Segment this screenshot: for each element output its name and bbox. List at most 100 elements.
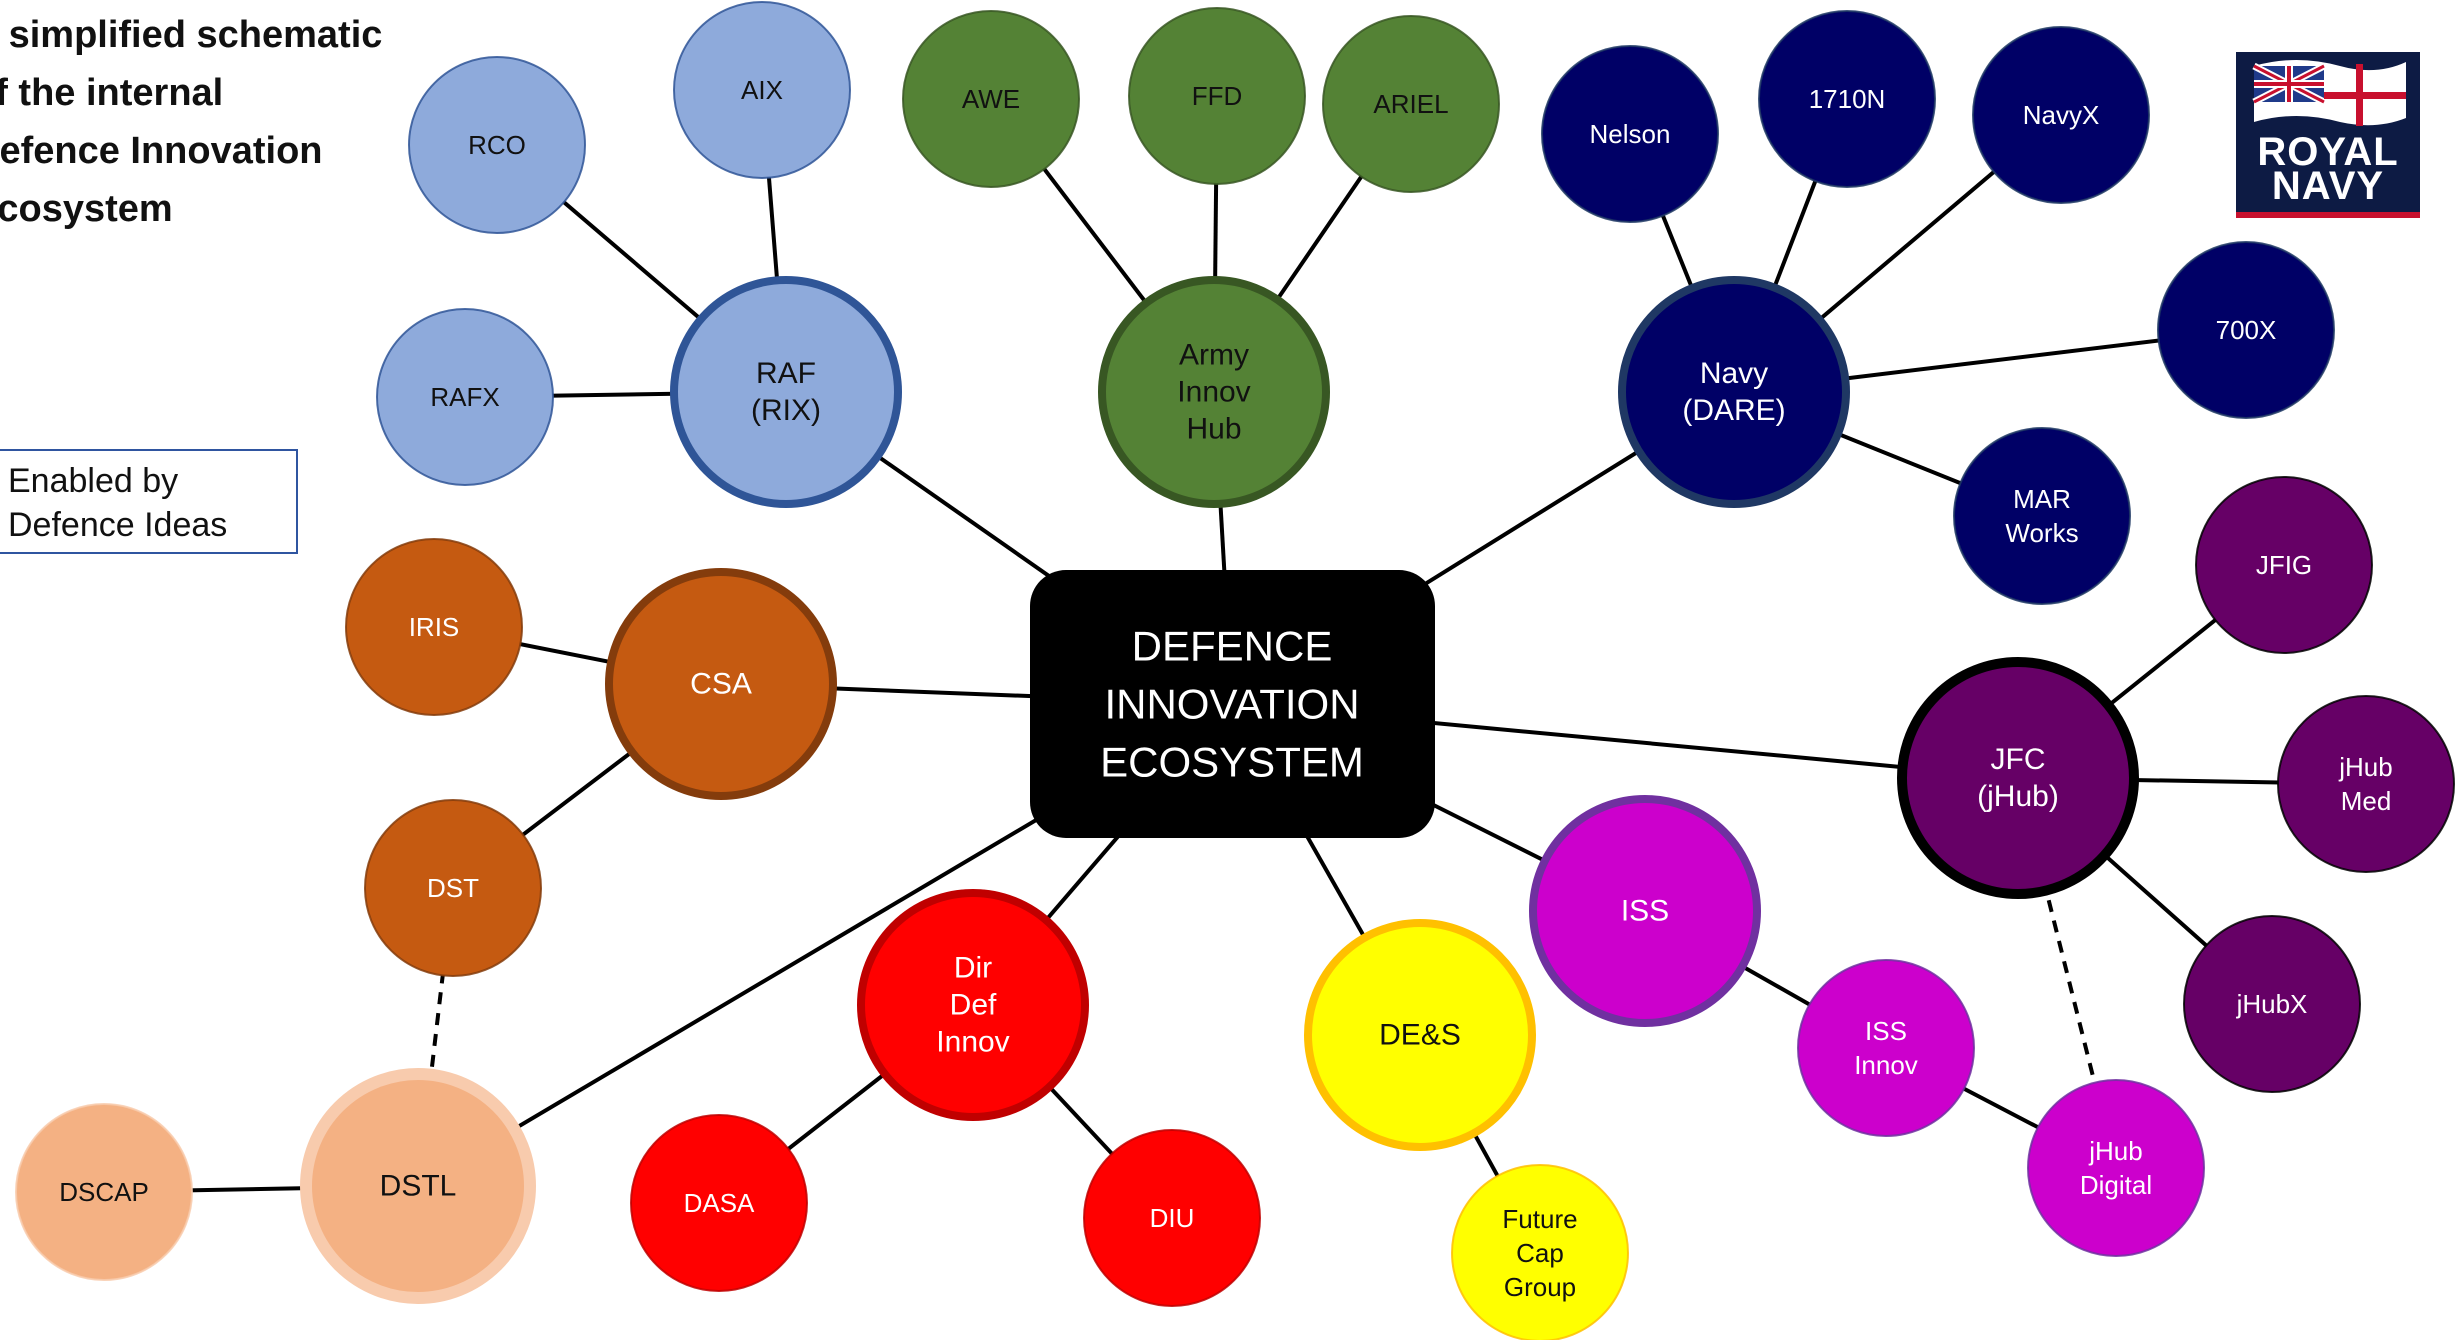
center-label-line: INNOVATION bbox=[1104, 681, 1359, 728]
node-circle bbox=[2157, 241, 2335, 419]
node-label: JFC bbox=[1991, 743, 2046, 776]
node-circle bbox=[1128, 7, 1306, 185]
center-node-defence-innovation-ecosystem: DEFENCE INNOVATION ECOSYSTEM bbox=[1030, 570, 1435, 838]
node-label: Hub bbox=[1186, 413, 1241, 446]
node-dst: DST bbox=[364, 799, 542, 977]
node-label: 1710N bbox=[1809, 84, 1886, 114]
nodes-layer: DEFENCE INNOVATION ECOSYSTEM RAF (RIX) RCO AIX… bbox=[15, 1, 2455, 1340]
node-circle bbox=[1451, 1164, 1629, 1340]
note-line-1: Enabled by bbox=[8, 462, 179, 500]
node-label: RCO bbox=[468, 130, 526, 160]
node-circle bbox=[670, 276, 902, 508]
node-label: DSTL bbox=[380, 1170, 457, 1203]
node-dasa: DASA bbox=[630, 1114, 808, 1292]
node-label: Cap bbox=[1516, 1238, 1564, 1268]
node-circle bbox=[1529, 795, 1761, 1027]
node-circle bbox=[630, 1114, 808, 1292]
node-diu: DIU bbox=[1083, 1129, 1261, 1307]
node-circle bbox=[2183, 915, 2361, 1093]
node-circle bbox=[1953, 427, 2131, 605]
royal-navy-logo: ROYAL NAVY bbox=[2236, 52, 2420, 218]
node-circle bbox=[1797, 959, 1975, 1137]
node-ariel: ARIEL bbox=[1322, 15, 1500, 193]
node-circle bbox=[605, 568, 837, 800]
node-n700x: 700X bbox=[2157, 241, 2335, 419]
center-label-line: ECOSYSTEM bbox=[1100, 739, 1364, 786]
node-label: (RIX) bbox=[751, 394, 821, 427]
node-label: AWE bbox=[962, 84, 1020, 114]
node-label: Dir bbox=[954, 952, 992, 985]
node-rafx: RAFX bbox=[376, 308, 554, 486]
node-label: Army bbox=[1179, 339, 1249, 372]
node-label: (jHub) bbox=[1977, 780, 2059, 813]
node-circle bbox=[376, 308, 554, 486]
node-n1710: 1710N bbox=[1758, 10, 1936, 188]
node-circle bbox=[673, 1, 851, 179]
node-des: DE&S bbox=[1304, 919, 1536, 1151]
node-label: DST bbox=[427, 873, 479, 903]
node-circle bbox=[2195, 476, 2373, 654]
node-rco: RCO bbox=[408, 56, 586, 234]
node-label: AIX bbox=[741, 75, 783, 105]
diagram-title: A simplified schematic of the internal D… bbox=[0, 6, 412, 238]
node-label: MAR bbox=[2013, 484, 2071, 514]
node-label: (DARE) bbox=[1682, 394, 1785, 427]
node-navyx: NavyX bbox=[1972, 26, 2150, 204]
node-label: RAFX bbox=[430, 382, 499, 412]
node-label: Innov bbox=[936, 1026, 1009, 1059]
node-nelson: Nelson bbox=[1541, 45, 1719, 223]
node-circle bbox=[300, 1068, 536, 1304]
node-jfc: JFC (jHub) bbox=[1897, 657, 2139, 899]
note-line-2: Defence Ideas bbox=[8, 506, 228, 544]
node-label: Navy bbox=[1700, 357, 1768, 390]
node-label: Innov bbox=[1854, 1050, 1918, 1080]
node-dstl: DSTL bbox=[300, 1068, 536, 1304]
center-label-line: DEFENCE bbox=[1132, 623, 1333, 670]
node-label: Med bbox=[2341, 786, 2392, 816]
node-label: DASA bbox=[684, 1188, 755, 1218]
node-circle bbox=[1083, 1129, 1261, 1307]
node-label: NavyX bbox=[2023, 100, 2100, 130]
node-raf: RAF (RIX) bbox=[670, 276, 902, 508]
node-navy: Navy (DARE) bbox=[1618, 276, 1850, 508]
node-label: jHub bbox=[2088, 1136, 2142, 1166]
node-label: Future bbox=[1502, 1204, 1577, 1234]
logo-red-stripe bbox=[2236, 212, 2420, 218]
node-label: DIU bbox=[1150, 1203, 1195, 1233]
node-label: Innov bbox=[1177, 376, 1250, 409]
node-circle bbox=[408, 56, 586, 234]
node-label: FFD bbox=[1192, 81, 1243, 111]
node-label: RAF bbox=[756, 357, 816, 390]
node-label: Def bbox=[950, 989, 997, 1022]
node-label: jHubX bbox=[2236, 989, 2308, 1019]
node-circle bbox=[1618, 276, 1850, 508]
logo-text-navy: NAVY bbox=[2271, 164, 2385, 208]
node-circle bbox=[902, 10, 1080, 188]
node-label: 700X bbox=[2216, 315, 2277, 345]
title-line-4: Ecosystem bbox=[0, 188, 173, 230]
node-circle bbox=[1541, 45, 1719, 223]
node-circle bbox=[1322, 15, 1500, 193]
node-circle bbox=[1758, 10, 1936, 188]
node-circle bbox=[857, 889, 1089, 1121]
node-label: JFIG bbox=[2256, 550, 2312, 580]
node-iris: IRIS bbox=[345, 538, 523, 716]
title-line-3: Defence Innovation bbox=[0, 130, 323, 172]
white-ensign-flag-icon bbox=[2252, 60, 2406, 126]
node-label: DE&S bbox=[1379, 1019, 1461, 1052]
node-label: ISS bbox=[1621, 895, 1669, 928]
node-circle bbox=[1897, 657, 2139, 899]
node-dscap: DSCAP bbox=[15, 1103, 193, 1281]
title-line-1: A simplified schematic bbox=[0, 14, 383, 56]
node-awe: AWE bbox=[902, 10, 1080, 188]
center-box bbox=[1030, 570, 1435, 838]
node-jfig: JFIG bbox=[2195, 476, 2373, 654]
node-circle bbox=[345, 538, 523, 716]
